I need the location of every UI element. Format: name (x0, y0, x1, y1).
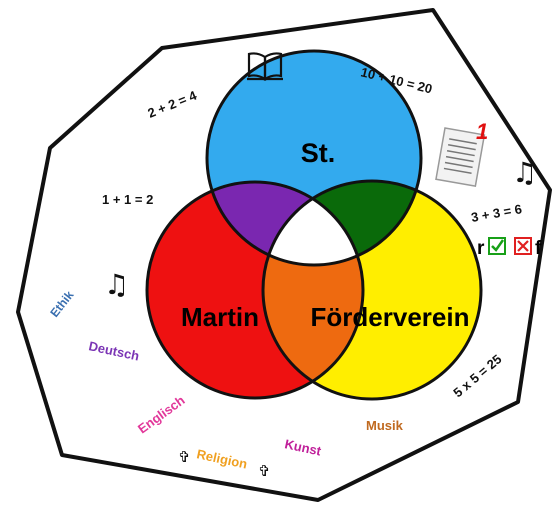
document-number: 1 (476, 119, 488, 144)
label-foerderverein: Förderverein (311, 302, 470, 332)
book-icon (247, 52, 283, 81)
checkbox-cross-icon (514, 237, 532, 255)
label-st: St. (301, 138, 336, 168)
music-note-icon: ♫ (512, 156, 537, 189)
subject-musik: Musik (366, 418, 404, 433)
cross-icon: ✞ (258, 462, 271, 480)
label-martin: Martin (181, 302, 259, 332)
checkbox-check-icon (488, 237, 506, 255)
equation-1plus1: 1 + 1 = 2 (102, 192, 153, 207)
grade-wrong-letter: f (535, 238, 542, 259)
music-note-icon: ♫ (104, 268, 129, 301)
overlap-center (263, 182, 363, 265)
cross-icon: ✞ (178, 448, 191, 466)
document-icon (435, 127, 486, 188)
grade-right-letter: r (477, 238, 485, 259)
